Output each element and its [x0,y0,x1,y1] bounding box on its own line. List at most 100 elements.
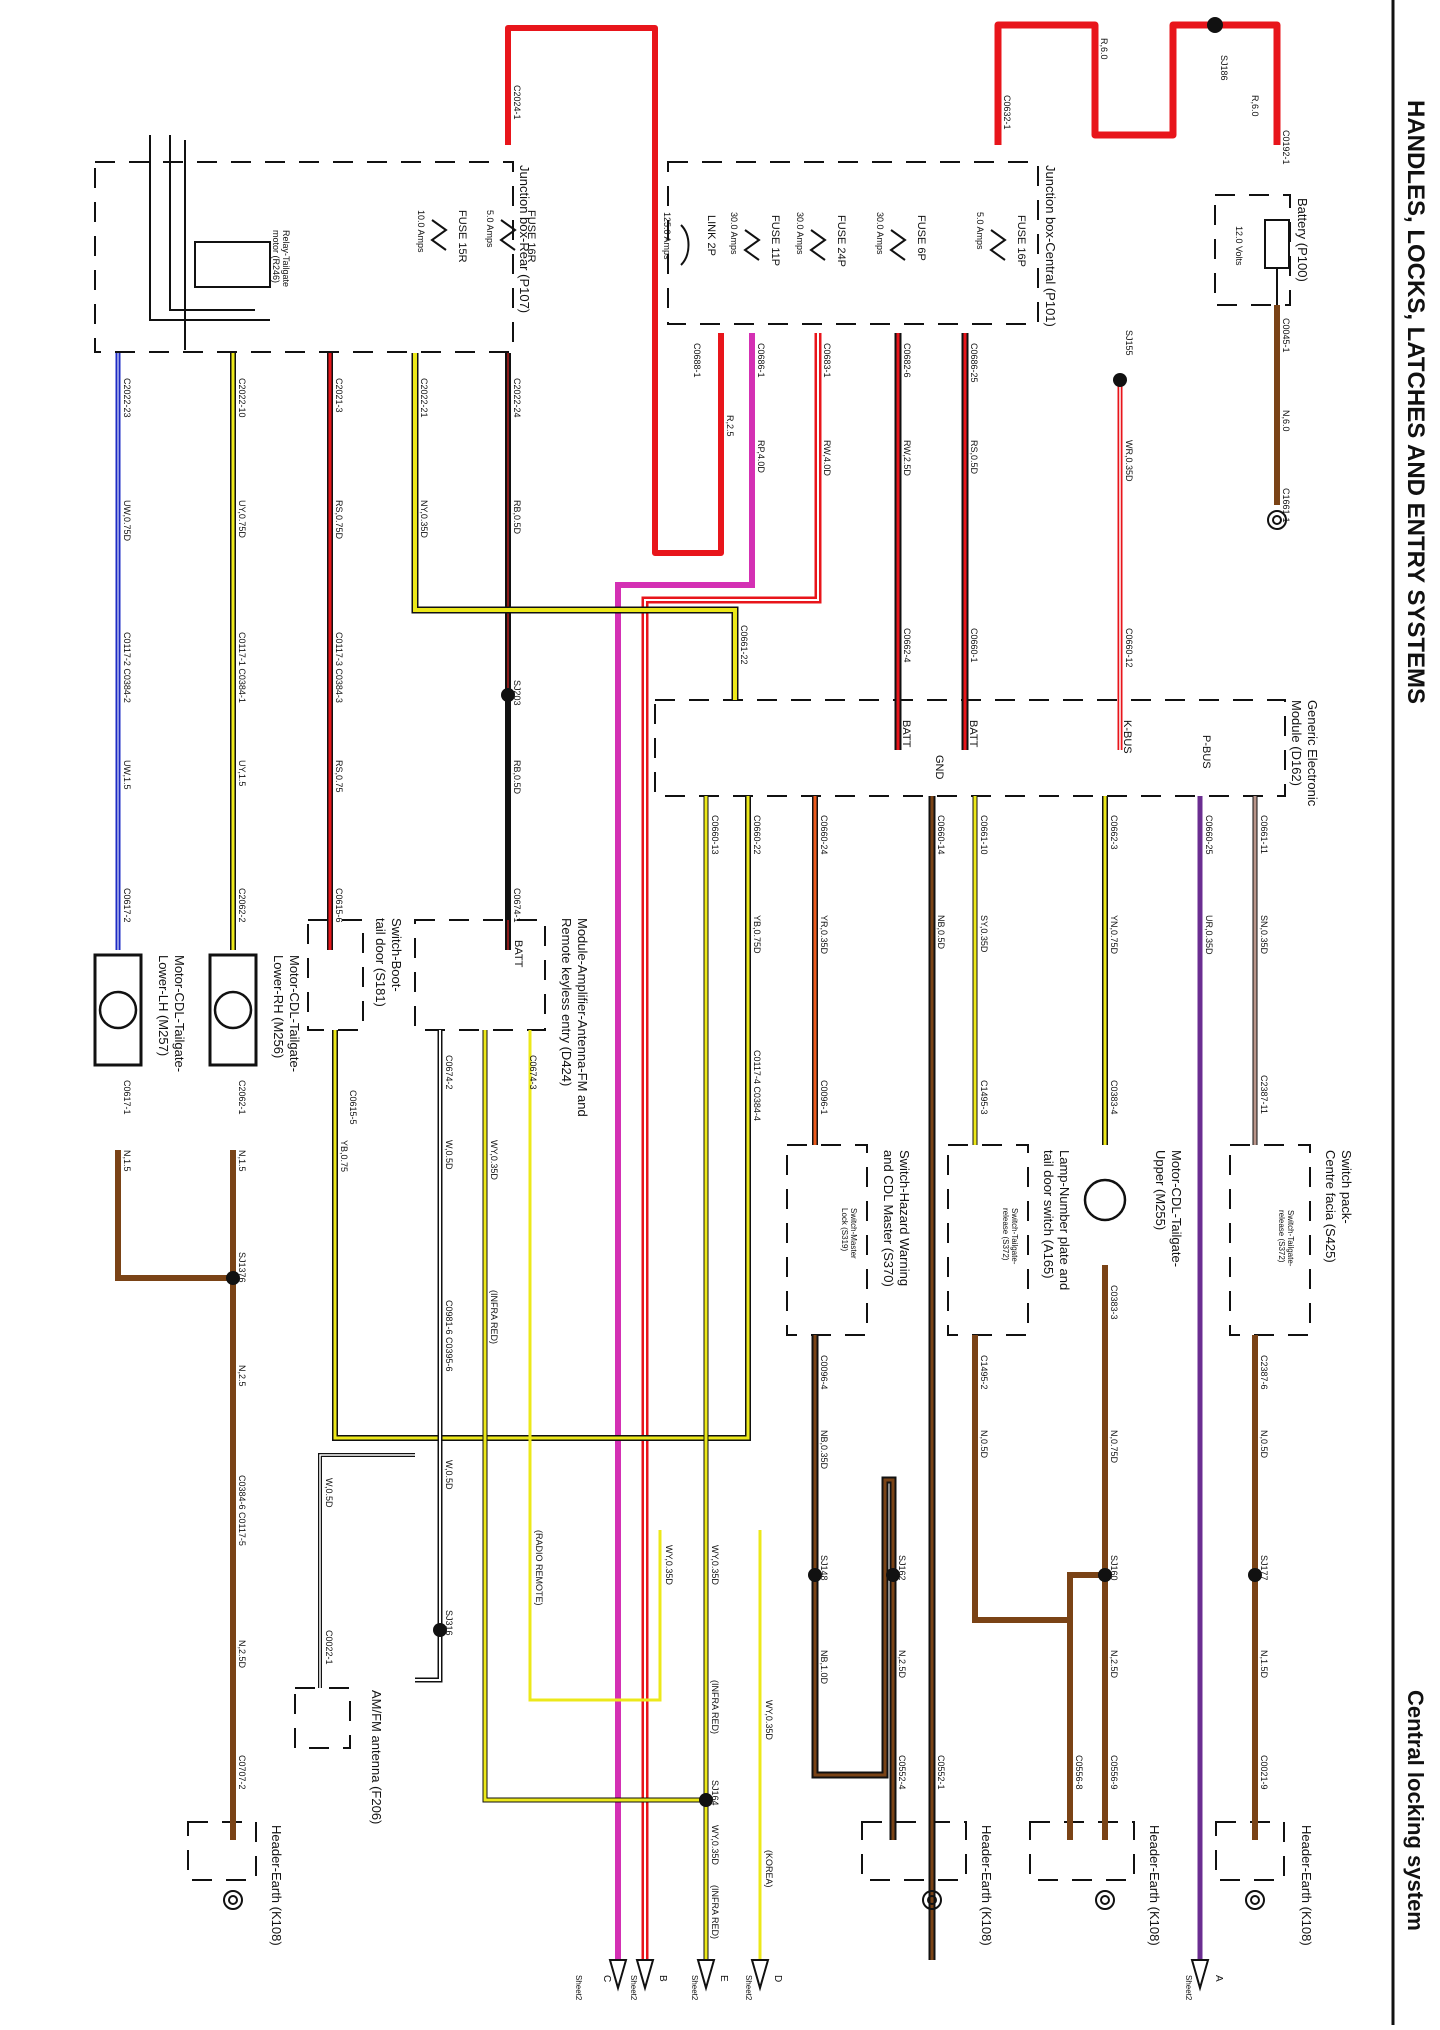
switch-pack-label-a: Switch pack- [1339,1150,1354,1224]
relay-label-a: Relay-Tailgate [281,230,291,287]
wire-label-yr035: YR,0.35D [819,915,829,955]
conn-c0552-1: C0552-1 [936,1755,946,1790]
wire-label-wy035-c: WY,0.35D [664,1545,674,1585]
wire-label-uy075d: UY,0.75D [237,500,247,538]
wire-label-nb05: NB,0.5D [936,915,946,950]
fuse-11p-id: FUSE 11P [769,215,781,266]
conn-c0117-1: C0117-1 C0384-1 [237,632,247,703]
battery-label: Battery (P100) [1295,198,1310,282]
switch-pack-box [1229,1144,1311,1336]
conn-c2021-3: C2021-3 [334,378,344,413]
wire-label-r25: R,2.5 [725,415,735,437]
wire-label-rs05: RS,0.5D [969,440,979,475]
conn-sj1376: SJ1376 [237,1252,247,1283]
motor-rh-label-a: Motor-CDL-Tailgate- [287,955,302,1072]
fuse-15r-id: FUSE 15R [456,210,468,263]
offsheet-arrows [608,1959,1210,1992]
conn-c0661-22: C0661-22 [739,625,749,665]
conn-c0683-1: C0683-1 [822,343,832,378]
conn-c0383-3: C0383-3 [1109,1285,1119,1320]
wire-label-w05-a: W,0.5D [444,1140,454,1170]
amp-batt-label: BATT [512,940,524,968]
wire-label-rb05-b: RB,0.5D [512,760,522,795]
wire-nb-hazard [811,1335,897,1840]
wire-label-n05-b: N,0.5D [979,1430,989,1459]
offsheet-a: A [1213,1975,1224,1982]
wire-label-sn035: SN,0.35D [1259,915,1269,955]
conn-sj203: SJ203 [512,680,522,706]
switch-boot-box [307,919,364,1031]
motor-lh-label-a: Motor-CDL-Tailgate- [172,955,187,1072]
offsheet-d-sheet: Sheet2 [744,1975,753,2001]
conn-c0384-6: C0384-6 C0117-5 [237,1475,247,1546]
conn-c0117-3: C0117-3 C0384-3 [334,632,344,703]
wire-label-r60-b: R,6.0 [1250,95,1260,117]
jb-rear-label: Junction box-Rear (P107) [517,165,532,313]
fuse-16r-id: FUSE 16R [525,210,537,263]
gem-pin-batt1: BATT [967,720,979,748]
gem-label-a: Generic Electronic [1305,700,1320,807]
wire-label-n25d-a: N,2.5D [1109,1650,1119,1679]
offsheet-b: B [657,1975,668,1982]
conn-c0688-1: C0688-1 [692,343,702,378]
conn-c0660-12: C0660-12 [1124,628,1134,668]
wire-label-wy035-d: WY,0.35D [764,1700,774,1740]
splice-sj177 [1248,1568,1262,1582]
conn-c0552-4: C0552-4 [897,1755,907,1790]
offsheet-c-sheet: Sheet2 [574,1975,583,2001]
wire-label-n05-a: N,0.5D [1259,1430,1269,1459]
wire-label-rs075: RS,0.75 [334,760,344,793]
hazard-label-a: Switch-Hazard Warning [897,1150,912,1286]
conn-c0674-1: C0674-1 [512,888,522,923]
conn-c0682-6: C0682-6 [902,343,912,378]
conn-sj162: SJ162 [897,1555,907,1581]
wire-label-r60-a: R,6.0 [1099,38,1109,60]
conn-c0981-6: C0981-6 C0395-6 [444,1300,454,1372]
wire-label-rw25: RW,2.5D [902,440,912,476]
conn-sj164: SJ164 [710,1780,720,1806]
conn-c0556-9: C0556-9 [1109,1755,1119,1790]
conn-c0674-3: C0674-3 [528,1055,538,1090]
conn-c0617-1: C0617-1 [122,1080,132,1115]
splice-sj162 [886,1568,900,1582]
splice-sj155 [1113,373,1127,387]
splice-sj203 [501,688,515,702]
motor-upper-label-a: Motor-CDL-Tailgate- [1169,1150,1184,1267]
motor-lh-label-b: Lower-LH (M257) [156,955,171,1056]
wire-label-infra-a: (INFRA RED) [489,1290,499,1344]
wire-label-wy035-a: WY,0.35D [489,1140,499,1180]
earth-symbols [223,510,1287,1910]
wire-label-n60: N,6.0 [1281,410,1291,432]
wire-label-korea: (KOREA) [764,1850,774,1888]
conn-c2022-24: C2022-24 [512,378,522,418]
gem-box [654,699,1286,797]
wire-label-n25d-c: N,2.5D [237,1640,247,1669]
page-title: HANDLES, LOCKS, LATCHES AND ENTRY SYSTEM… [1402,100,1429,704]
lamp-inner-a: Switch-Tailgate- [1010,1208,1019,1265]
offsheet-d: D [772,1975,783,1982]
motor-upper-label-b: Upper (M255) [1153,1150,1168,1230]
conn-c0617-2: C0617-2 [122,888,132,923]
wire-label-yb075b: YB,0.75 [339,1140,349,1172]
conn-c0686-1: C0686-1 [756,343,766,378]
conn-c0117-2: C0117-2 C0384-2 [122,632,132,703]
conn-sj155: SJ155 [1124,330,1134,356]
wire-motor-lh-ground [115,1150,233,1281]
jb-central-box [667,161,1039,325]
wire-label-nb035: NB,0.35D [819,1430,829,1470]
wire-label-ny035: NY,0.35D [419,500,429,538]
motor-symbols [93,953,1127,1222]
earth-label-3: Header-Earth (K108) [979,1825,994,1946]
conn-sj148: SJ148 [819,1555,829,1581]
splice-sj186 [1207,17,1223,33]
wire-label-n25: N,2.5 [237,1365,247,1387]
wire-label-uy15: UY,1.5 [237,760,247,786]
conn-c0021-9: C0021-9 [1259,1755,1269,1790]
wire-label-rp40: RP,4.0D [756,440,766,473]
earth-box-2 [1029,1821,1135,1881]
gem-label-b: Module (D162) [1289,700,1304,786]
wire-w05 [415,1030,443,1683]
lamp-label-b: tail door switch (A165) [1041,1150,1056,1279]
battery-symbol [1264,219,1290,305]
